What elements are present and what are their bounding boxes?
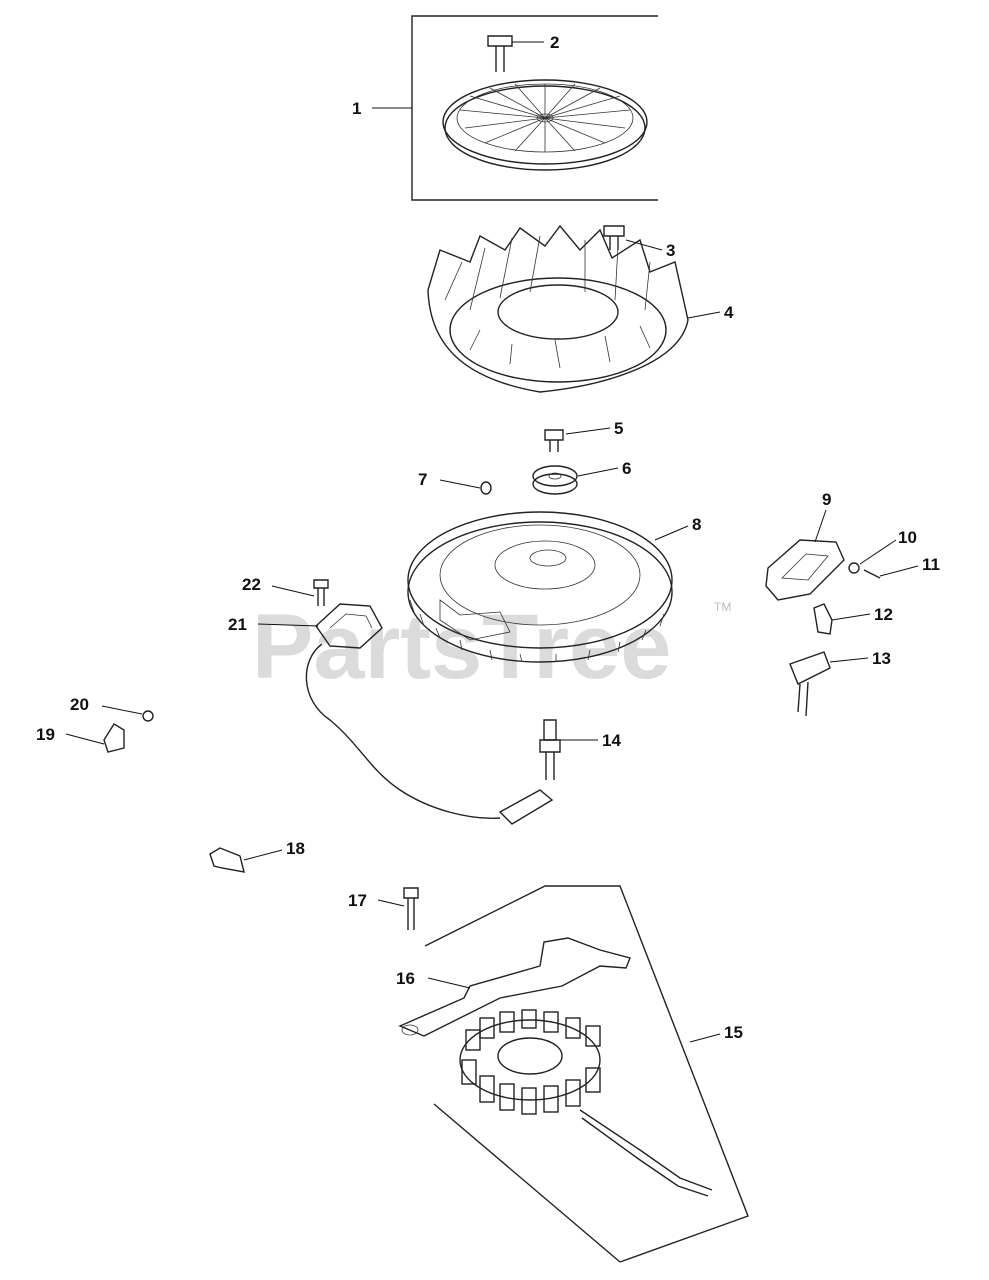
leader-lines	[65, 41, 919, 1043]
callout-14: 14	[602, 731, 621, 750]
callout-16: 16	[396, 969, 415, 988]
callout-17: 17	[348, 891, 367, 910]
part-19-bracket[interactable]	[103, 723, 125, 753]
part-7-key[interactable]	[480, 481, 492, 495]
callout-2: 2	[550, 33, 559, 52]
part-10-nut[interactable]	[848, 562, 860, 574]
callout-13: 13	[872, 649, 891, 668]
part-20-nut[interactable]	[142, 710, 154, 722]
callout-15: 15	[724, 1023, 743, 1042]
part-14-spark-plug[interactable]	[539, 719, 561, 780]
callouts: 1 2 3 4 5 6 7 8 9 10 11 12 13 14 15 16 1…	[36, 33, 940, 1042]
part-15-stator-group-outline	[424, 885, 749, 1263]
callout-8: 8	[692, 515, 701, 534]
part-17-screw[interactable]	[403, 887, 419, 930]
part-13-connector[interactable]	[789, 651, 831, 717]
callout-3: 3	[666, 241, 675, 260]
part-22-screw[interactable]	[313, 579, 329, 606]
callout-5: 5	[614, 419, 623, 438]
callout-10: 10	[898, 528, 917, 547]
callout-9: 9	[822, 490, 831, 509]
part-8-flywheel[interactable]	[407, 511, 673, 663]
callout-1: 1	[352, 99, 361, 118]
part-4-flywheel-fan[interactable]	[427, 224, 689, 393]
callout-18: 18	[286, 839, 305, 858]
part-11-screw[interactable]	[863, 569, 881, 579]
part-15-stator[interactable]	[459, 1009, 713, 1197]
callout-20: 20	[70, 695, 89, 714]
callout-22: 22	[242, 575, 261, 594]
callout-19: 19	[36, 725, 55, 744]
part-12-clip[interactable]	[813, 603, 833, 635]
part-21-ignition-module[interactable]	[305, 603, 554, 825]
part-2-screw[interactable]	[487, 35, 513, 72]
callout-21: 21	[228, 615, 247, 634]
part-9-rectifier-plate[interactable]	[765, 539, 845, 601]
part-16-bracket[interactable]	[398, 937, 631, 1037]
part-5-screw[interactable]	[544, 429, 564, 452]
part-18-bracket[interactable]	[209, 847, 245, 873]
callout-12: 12	[874, 605, 893, 624]
callout-11: 11	[922, 555, 940, 574]
part-1-grass-screen[interactable]	[411, 15, 658, 201]
watermark-trademark: TM	[714, 600, 731, 614]
part-6-washer[interactable]	[532, 465, 578, 495]
callout-7: 7	[418, 470, 427, 489]
callout-4: 4	[724, 303, 734, 322]
callout-6: 6	[622, 459, 631, 478]
